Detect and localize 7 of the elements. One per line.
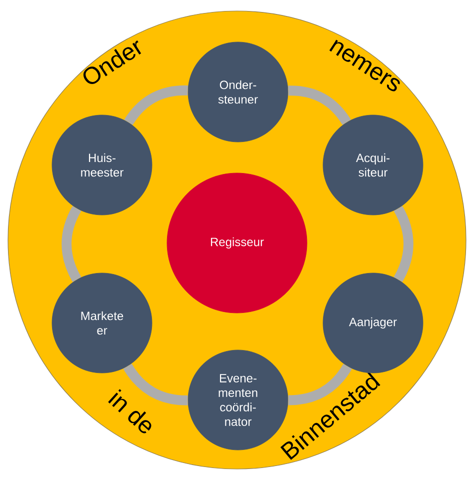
ring-connector <box>62 206 82 282</box>
ring-connector <box>394 206 414 282</box>
ring-connector <box>124 85 188 126</box>
ring-connector <box>288 364 352 406</box>
ring-connector <box>288 86 351 125</box>
ring-connector <box>123 364 188 406</box>
curved-title: in de <box>108 389 152 434</box>
